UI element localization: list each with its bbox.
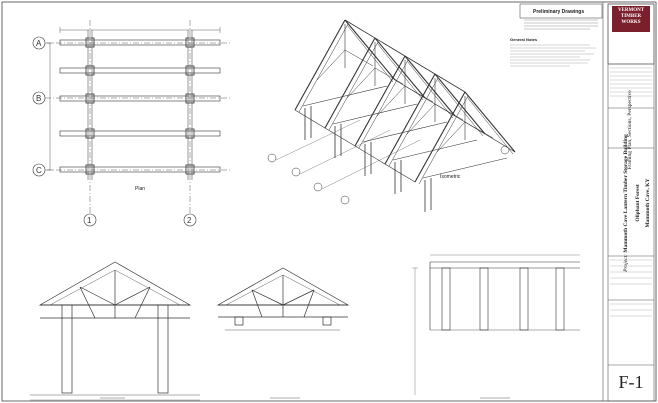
grid-row-b-label: B <box>36 94 41 103</box>
project-name: Mammoth Cave Lantern Timber Storage Buil… <box>623 134 629 253</box>
grid-row-b: B <box>32 91 46 105</box>
plan-plates <box>87 30 193 180</box>
notes-frame <box>519 2 604 401</box>
grid-col-1: 1 <box>83 213 97 227</box>
company-logo <box>612 6 650 32</box>
plan-beams <box>59 39 221 173</box>
company-name: VERMONT TIMBER WORKS <box>612 8 650 26</box>
company-name-line3: WORKS <box>621 20 641 25</box>
company-name-line1: VERMONT <box>617 8 645 13</box>
section-elevation <box>412 254 580 395</box>
grid-row-a-label: A <box>36 39 42 48</box>
project-client: Oliphant Forest <box>635 184 641 222</box>
grid-row-c: C <box>32 163 46 177</box>
plan-dimension <box>47 27 221 171</box>
plan-view-label: Plan <box>135 186 145 192</box>
grid-col-1-label: 1 <box>87 216 92 225</box>
grid-col-2-label: 2 <box>187 216 192 225</box>
framing-plan: A B C 1 2 <box>32 20 230 227</box>
section-truss-1 <box>30 261 200 401</box>
company-name-line2: TIMBER <box>620 14 642 19</box>
revision-lines <box>610 67 652 317</box>
grid-row-c-label: C <box>36 166 42 175</box>
general-notes-text <box>510 44 596 67</box>
sheet-number: F-1 <box>618 372 644 392</box>
general-notes-title: General Notes <box>510 37 538 42</box>
section-truss-2 <box>216 267 350 331</box>
preliminary-title: Preliminary Drawings <box>533 9 584 15</box>
plan-posts <box>85 37 195 175</box>
title-block <box>607 3 655 402</box>
grid-col-2: 2 <box>183 213 197 227</box>
project-location: Mammoth Cave, KY <box>645 178 651 228</box>
perspective-view <box>267 19 516 212</box>
grid-lines <box>45 20 230 214</box>
project-prefix: Project: <box>623 253 629 272</box>
perspective-view-label: Isometric <box>440 174 461 180</box>
project-location-block: Mammoth Cave, KY <box>645 129 658 277</box>
grid-row-a: A <box>32 36 46 50</box>
preliminary-text <box>524 19 598 30</box>
